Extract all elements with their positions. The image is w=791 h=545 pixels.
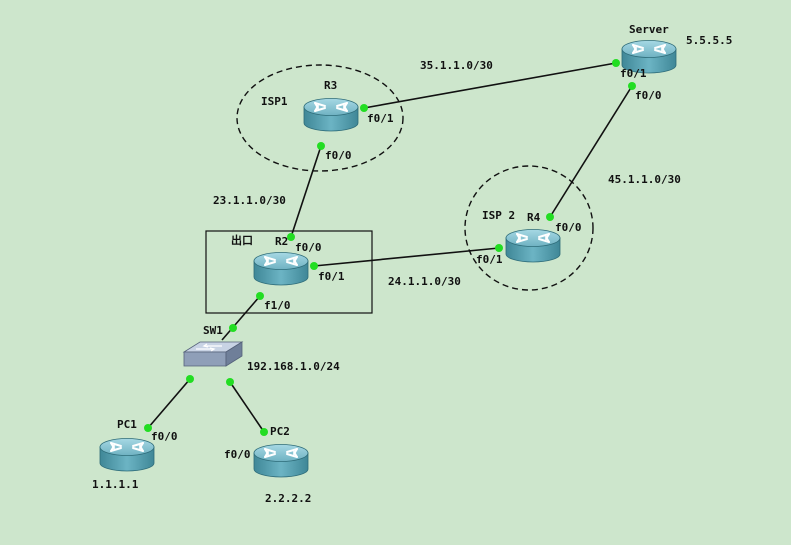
port-dot-sw1-pc2[interactable] [226,378,234,386]
subnet-r2-r3-label: 23.1.1.0/30 [213,194,286,207]
exit-label: 出口 [231,233,253,247]
sw1-label: SW1 [203,324,223,337]
subnet-lan-label: 192.168.1.0/24 [247,360,340,373]
pc2-router-icon[interactable] [253,443,309,478]
port-dot-r4-f00[interactable] [546,213,554,221]
r4-f01-label: f0/1 [476,253,503,266]
server-label: Server [629,23,669,36]
r4-label: R4 [527,211,541,224]
pc2-label: PC2 [270,425,290,438]
r2-f00-label: f0/0 [295,241,322,254]
link-r2-sw1 [221,295,261,341]
isp1-label: ISP1 [261,95,288,108]
port-dot-server-f00[interactable] [628,82,636,90]
port-dots [144,59,636,436]
link-sw1-pc2 [229,381,265,433]
link-server-r4 [549,85,633,218]
isp2-boundary [464,165,594,291]
subnet-r2-r4-label: 24.1.1.0/30 [388,275,461,288]
port-dot-r4-f01[interactable] [495,244,503,252]
sw1-switch-icon[interactable] [182,341,244,367]
links [147,62,633,433]
subnet-r3-server-label: 35.1.1.0/30 [420,59,493,72]
r3-router-icon[interactable] [303,97,359,132]
r3-label: R3 [324,79,337,92]
r2-f01-label: f0/1 [318,270,345,283]
port-dot-r2-f01[interactable] [310,262,318,270]
port-dot-r2-f00[interactable] [287,233,295,241]
pc2-f00-label: f0/0 [224,448,251,461]
port-dot-r2-f10[interactable] [256,292,264,300]
server-f01-label: f0/1 [620,67,647,80]
port-dot-sw1-pc1[interactable] [186,375,194,383]
pc1-router-icon[interactable] [99,437,155,472]
port-dot-r3-f00[interactable] [317,142,325,150]
port-dot-r3-f01[interactable] [360,104,368,112]
link-r3-r2 [290,145,322,238]
link-r3-server [363,62,617,109]
server-address-label: 5.5.5.5 [686,34,732,47]
exit-boundary [205,230,373,314]
server-f00-label: f0/0 [635,89,662,102]
r4-router-icon[interactable] [505,228,561,263]
r2-label: R2 [275,235,288,248]
r2-router-icon[interactable] [253,251,309,286]
pc1-f00-label: f0/0 [151,430,178,443]
isp2-label: ISP 2 [482,209,515,222]
port-dot-server-f01[interactable] [612,59,620,67]
r3-f01-label: f0/1 [367,112,394,125]
r3-f00-label: f0/0 [325,149,352,162]
pc1-address-label: 1.1.1.1 [92,478,139,491]
r2-f10-label: f1/0 [264,299,291,312]
port-dot-pc2-f00[interactable] [260,428,268,436]
pc2-address-label: 2.2.2.2 [265,492,311,505]
r4-f00-label: f0/0 [555,221,582,234]
subnet-server-r4-label: 45.1.1.0/30 [608,173,681,186]
port-dot-sw1-up[interactable] [229,324,237,332]
pc1-label: PC1 [117,418,137,431]
link-sw1-pc1 [147,378,191,429]
port-dot-pc1-f00[interactable] [144,424,152,432]
link-r2-r4 [313,247,500,267]
isp1-boundary [236,64,404,172]
